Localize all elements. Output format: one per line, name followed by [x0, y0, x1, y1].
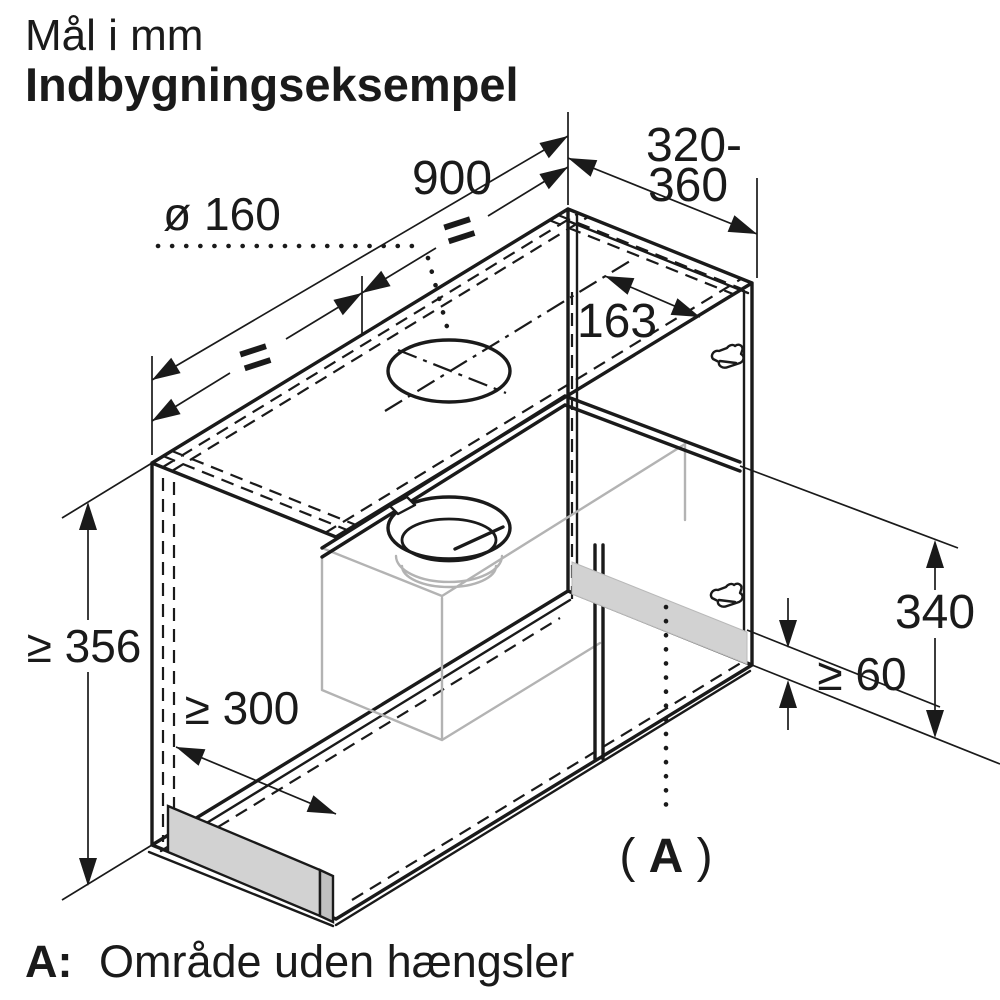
hood-top-edges [320, 394, 742, 559]
hinge-clips [709, 343, 745, 608]
dimension-hinge-free-60: ≥ 60 [746, 598, 941, 730]
arrowhead [152, 357, 181, 380]
cabinet-hidden-edges [161, 212, 745, 901]
dimension-lines [151, 112, 569, 455]
shaded-strip-right [571, 561, 748, 665]
dimension-hinge-zone-label: 340 [895, 586, 975, 639]
arrowhead [79, 858, 97, 886]
caption-text: Område uden hængsler [99, 936, 574, 987]
arrowhead [670, 298, 700, 317]
area-a-callout: ( A ) [619, 604, 713, 883]
arrowhead [568, 158, 598, 177]
cabinet-inner-edges [147, 212, 752, 928]
dimension-hinge-zone-340: 340 [739, 465, 1000, 765]
arrowhead [176, 747, 206, 766]
caption: A: Område uden hængsler [25, 936, 574, 987]
dimension-hinge-free-label: ≥ 60 [817, 648, 906, 700]
arrowhead [539, 167, 568, 190]
hinge-clip-icon [709, 582, 744, 608]
hinge-clip-icon [710, 343, 745, 369]
duct-collar-inner [400, 517, 498, 563]
header: Mål i mm Indbygningseksempel [25, 11, 519, 111]
hinge-clip-detail [718, 359, 738, 365]
dimension-lines [61, 462, 153, 901]
dimension-hole-centered: = = [151, 166, 569, 422]
arrowhead [727, 215, 757, 234]
hinge-free-areas [166, 561, 748, 924]
arrowhead [539, 136, 568, 159]
dimension-width-900: 900 [151, 112, 569, 455]
page-title: Mål i mm [25, 11, 203, 60]
duct-collar-outer [386, 495, 512, 561]
dimension-width-label: 900 [412, 152, 492, 205]
area-a-letter: A [649, 830, 684, 883]
collar-tab [388, 495, 417, 516]
hinge-clip-detail [717, 598, 737, 604]
shaded-strip-left-end [318, 868, 335, 924]
arrowhead [152, 398, 181, 421]
duct-hole [386, 338, 512, 404]
arrowhead [779, 680, 797, 708]
hole-diameter-callout: ø 160 [155, 188, 452, 337]
hood-body-outline [320, 442, 687, 742]
cabinet [147, 207, 754, 928]
area-a-paren-open: ( [619, 830, 635, 883]
arrowhead [333, 293, 362, 316]
equal-mark: = [231, 324, 280, 391]
page-subtitle: Indbygningseksempel [25, 58, 519, 111]
dimension-depth-label-2: 360 [648, 159, 728, 212]
dimension-inner-depth-label: ≥ 300 [185, 682, 300, 734]
caption-prefix: A: [25, 936, 72, 987]
shaded-strip-left [166, 804, 322, 918]
area-a-label: ( A ) [619, 830, 712, 883]
hole-diameter-label: ø 160 [163, 188, 281, 240]
arrowhead [362, 270, 391, 293]
footer: A: Område uden hængsler [25, 936, 574, 987]
arrowhead [926, 540, 944, 568]
arrowhead [605, 276, 635, 295]
dotted-leader [155, 243, 452, 337]
dimension-lines [175, 746, 337, 815]
area-a-paren-close: ) [697, 830, 713, 883]
dimension-depth-320-360: 320- 360 [567, 119, 758, 278]
dimension-niche-height-label: ≥ 356 [27, 620, 142, 672]
arrowhead [779, 620, 797, 648]
arrowhead [79, 502, 97, 530]
dimension-lines [567, 157, 758, 278]
dimension-hole-offset-label: 163 [577, 295, 657, 348]
hole-centerlines [384, 260, 631, 412]
arrowhead [306, 795, 336, 814]
dimension-lines [739, 465, 1000, 765]
dimension-hole-offset-163: 163 [577, 275, 701, 348]
dimension-niche-height-356: ≥ 356 [27, 462, 153, 901]
dimension-inner-depth-300: ≥ 300 [175, 682, 337, 815]
equal-mark: = [435, 197, 484, 264]
dimension-depth-label-1: 320- [646, 119, 742, 172]
arrowhead [926, 710, 944, 738]
